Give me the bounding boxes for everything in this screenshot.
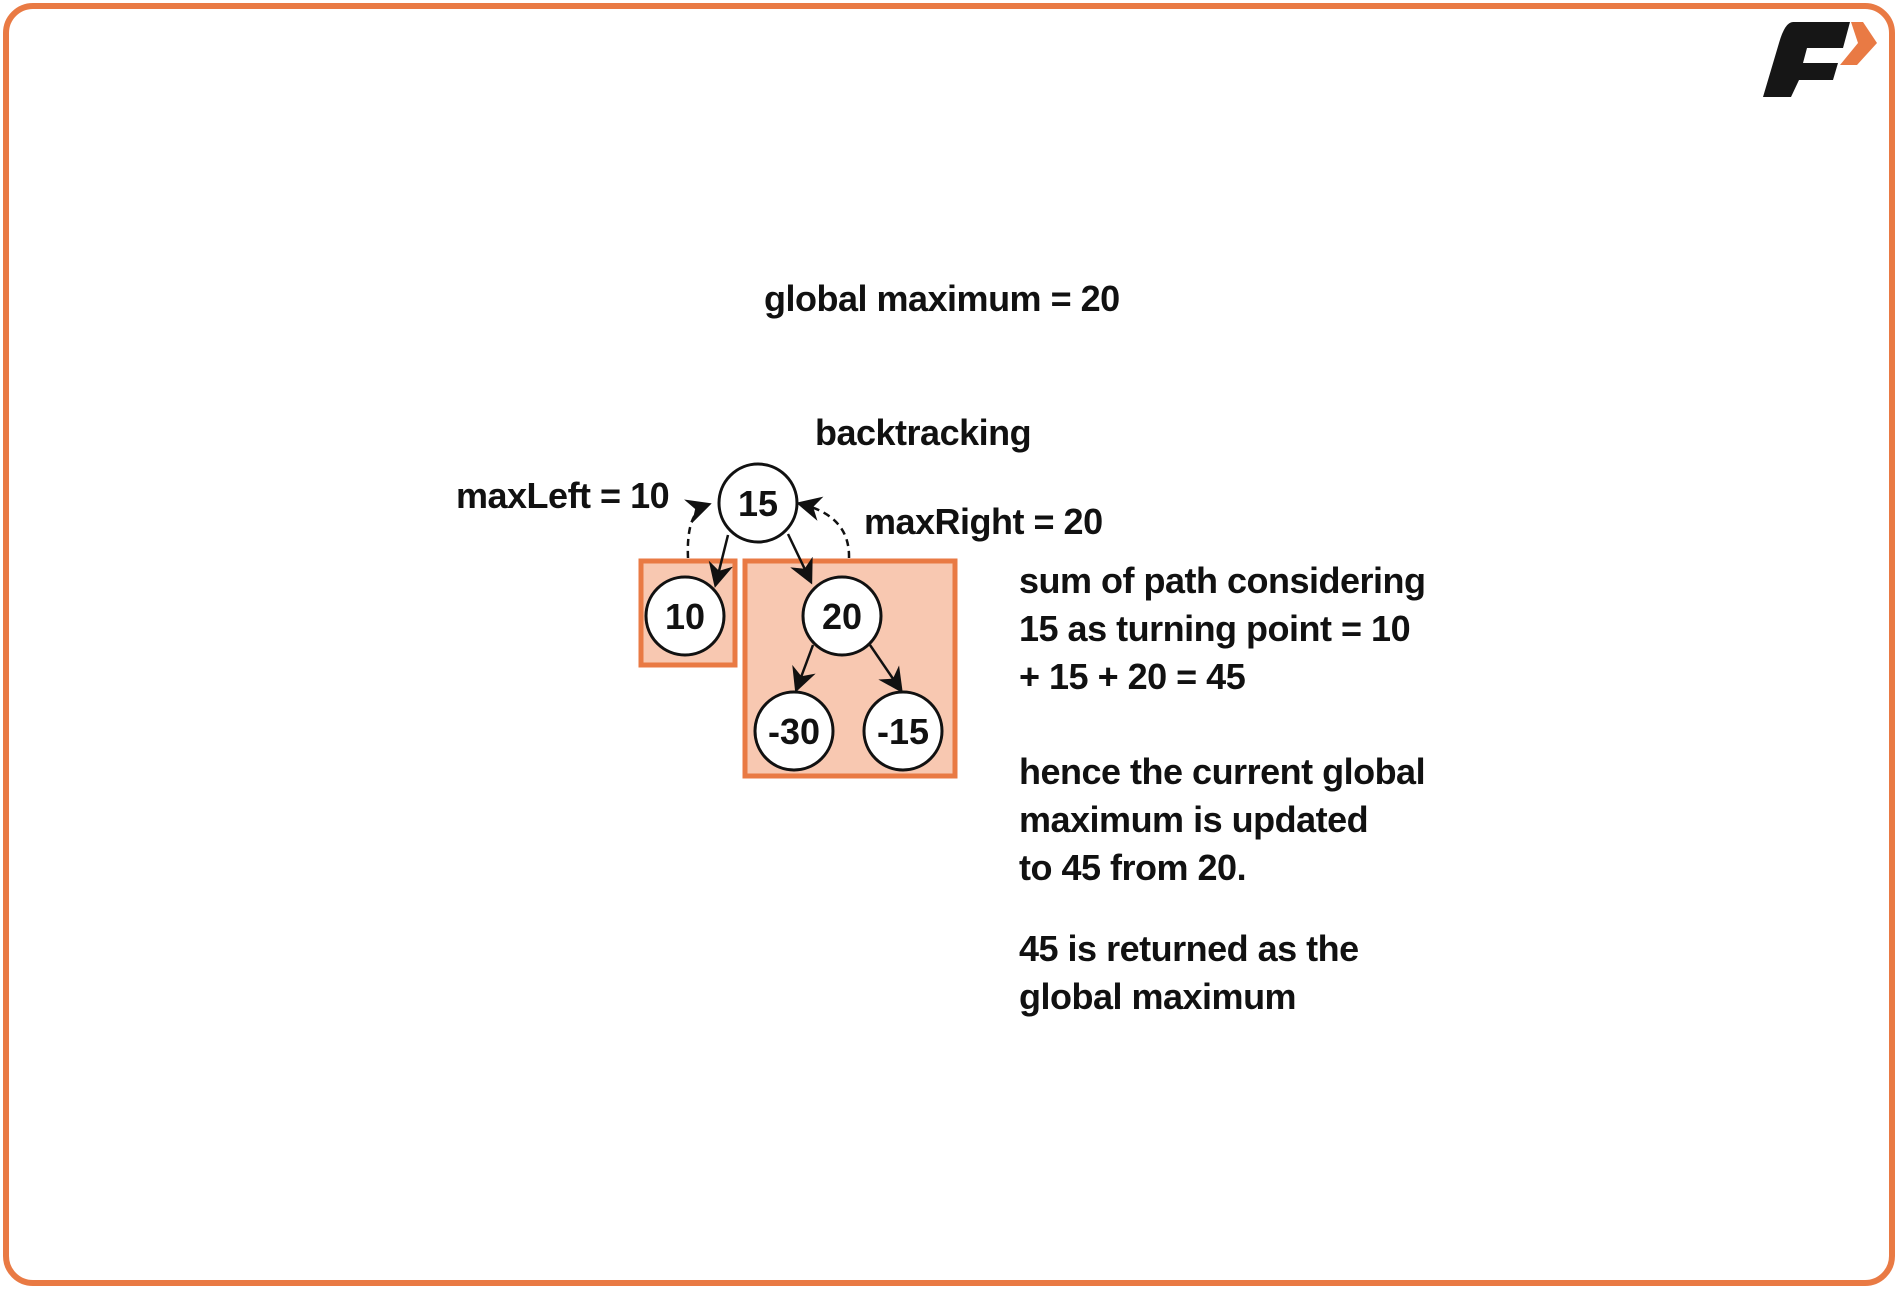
svg-text:-30: -30 bbox=[768, 711, 820, 752]
edge-15-10 bbox=[708, 534, 733, 588]
svg-text:-15: -15 bbox=[877, 711, 929, 752]
node-right: 20 bbox=[801, 575, 883, 657]
max-left-label: maxLeft = 10 bbox=[456, 475, 670, 516]
text-line: global maximum bbox=[1019, 976, 1297, 1017]
backtracking-label: backtracking bbox=[815, 412, 1032, 453]
edge-15-20 bbox=[786, 533, 813, 585]
backtrack-arrow-right bbox=[796, 496, 851, 559]
svg-text:15: 15 bbox=[738, 483, 778, 524]
explanation-block-1: sum of path considering 15 as turning po… bbox=[1019, 557, 1426, 701]
svg-text:10: 10 bbox=[665, 596, 705, 637]
text-line: 45 is returned as the bbox=[1019, 928, 1359, 969]
node-left: 10 bbox=[644, 575, 726, 657]
outer-frame bbox=[3, 3, 1895, 1286]
explanation-block-3: 45 is returned as the global maximum bbox=[1019, 925, 1359, 1021]
max-right-label: maxRight = 20 bbox=[864, 501, 1103, 542]
node-right-right: -15 bbox=[862, 690, 944, 772]
node-right-left: -30 bbox=[753, 690, 835, 772]
edge-20-m15 bbox=[868, 644, 903, 694]
text-line: hence the current global bbox=[1019, 751, 1426, 792]
explanation-block-2: hence the current global maximum is upda… bbox=[1019, 748, 1426, 892]
node-root: 15 bbox=[717, 462, 799, 544]
logo-icon bbox=[1763, 22, 1877, 97]
text-line: to 45 from 20. bbox=[1019, 847, 1247, 888]
text-line: 15 as turning point = 10 bbox=[1019, 608, 1411, 649]
text-line: + 15 + 20 = 45 bbox=[1019, 656, 1246, 697]
global-maximum-title: global maximum = 20 bbox=[764, 278, 1120, 319]
text-line: maximum is updated bbox=[1019, 799, 1369, 840]
svg-text:20: 20 bbox=[822, 596, 862, 637]
backtrack-arrow-left bbox=[684, 499, 712, 559]
text-line: sum of path considering bbox=[1019, 560, 1426, 601]
edge-20-m30 bbox=[792, 644, 816, 693]
